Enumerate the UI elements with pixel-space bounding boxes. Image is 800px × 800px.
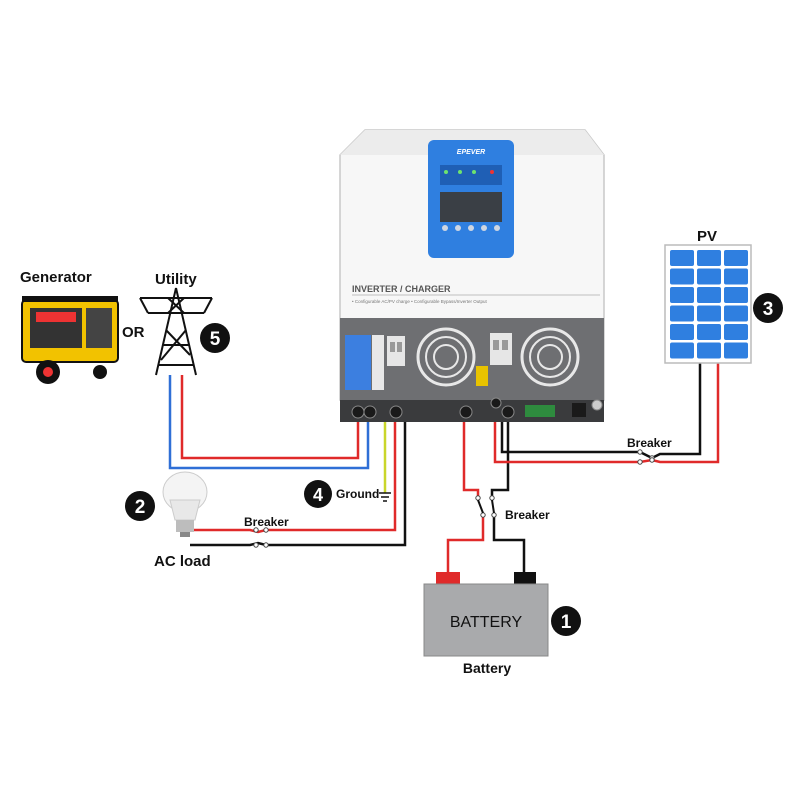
pv-cell	[724, 287, 748, 303]
battery-negative-wire-lower	[492, 515, 526, 573]
battery-box-label: BATTERY	[450, 614, 523, 631]
panel-buttons	[442, 225, 500, 231]
ac-breaker-label: Breaker	[244, 515, 289, 529]
marker-battery: 1	[551, 606, 581, 636]
pv-cells	[670, 250, 748, 359]
ac-output-neutral-wire	[190, 420, 407, 547]
lcd-screen	[440, 192, 502, 222]
marker-pv: 3	[753, 293, 783, 323]
pv-cell	[670, 305, 694, 322]
green-terminal-block	[525, 405, 555, 417]
marker-utility: 5	[200, 323, 230, 353]
pv-panel-icon	[664, 244, 752, 364]
utility-label: Utility	[155, 271, 197, 288]
pv-cell	[670, 342, 694, 359]
generator-icon	[21, 296, 119, 384]
warning-label	[476, 366, 488, 386]
light-bulb-icon	[162, 471, 208, 537]
pv-cell	[724, 342, 748, 359]
or-label: OR	[122, 324, 145, 341]
battery-breaker-switch-positive	[477, 499, 484, 514]
marker-ac-load: 2	[125, 491, 155, 521]
pv-cell	[697, 342, 721, 359]
wires	[168, 362, 720, 573]
battery-icon: BATTERY	[423, 572, 549, 657]
ac-output-line-wire	[190, 420, 397, 534]
generator-label: Generator	[20, 269, 92, 286]
pv-cell	[724, 268, 748, 285]
pv-cell	[724, 305, 748, 322]
status-leds	[444, 170, 476, 174]
ac-breaker-module	[345, 335, 371, 390]
battery-breaker-label: Breaker	[505, 508, 550, 522]
pv-cell	[697, 268, 721, 285]
pv-cell	[670, 250, 694, 266]
ground-symbol-icon	[379, 492, 391, 502]
pv-cell	[670, 287, 694, 303]
ground-label: Ground	[336, 487, 379, 501]
pv-cell	[697, 287, 721, 303]
battery-negative-wire	[490, 420, 510, 498]
ac-input-neutral-wire	[168, 375, 370, 470]
brand-logo: EPEVER	[457, 149, 485, 156]
pv-cell	[697, 324, 721, 340]
svg-text:5: 5	[210, 329, 221, 350]
svg-text:3: 3	[763, 299, 774, 320]
ac-output-breaker	[387, 336, 405, 366]
marker-ground: 4	[304, 480, 332, 508]
battery-negative-terminal	[514, 572, 536, 584]
utility-tower-icon	[139, 287, 213, 376]
pv-cell	[670, 268, 694, 285]
battery-breaker-switch-negative	[491, 499, 495, 514]
pv-cell	[724, 250, 748, 266]
svg-text:4: 4	[313, 485, 323, 505]
svg-text:1: 1	[561, 612, 572, 633]
terminals	[351, 397, 515, 419]
inverter-charger-unit: EPEVER INVERTER / CHARGER • Configurable…	[339, 129, 605, 422]
battery-positive-terminal	[436, 572, 460, 584]
inverter-title: INVERTER / CHARGER	[352, 284, 451, 294]
pv-cell	[670, 324, 694, 340]
pv-cell	[697, 305, 721, 322]
battery-label: Battery	[463, 660, 511, 676]
battery-positive-wire	[462, 420, 480, 498]
cooling-fan-left	[416, 327, 476, 387]
battery-positive-wire-lower	[446, 515, 485, 573]
cooling-fan-right	[520, 327, 580, 387]
svg-text:2: 2	[135, 497, 146, 518]
ac-input-line-wire	[180, 375, 360, 460]
inverter-subtitle: • Configurable AC/PV charge • Configurab…	[352, 299, 487, 304]
pv-breaker-label: Breaker	[627, 436, 672, 450]
ac-load-label: AC load	[154, 553, 211, 570]
pv-label: PV	[697, 228, 717, 245]
pv-cell	[697, 250, 721, 266]
pv-cell	[724, 324, 748, 340]
